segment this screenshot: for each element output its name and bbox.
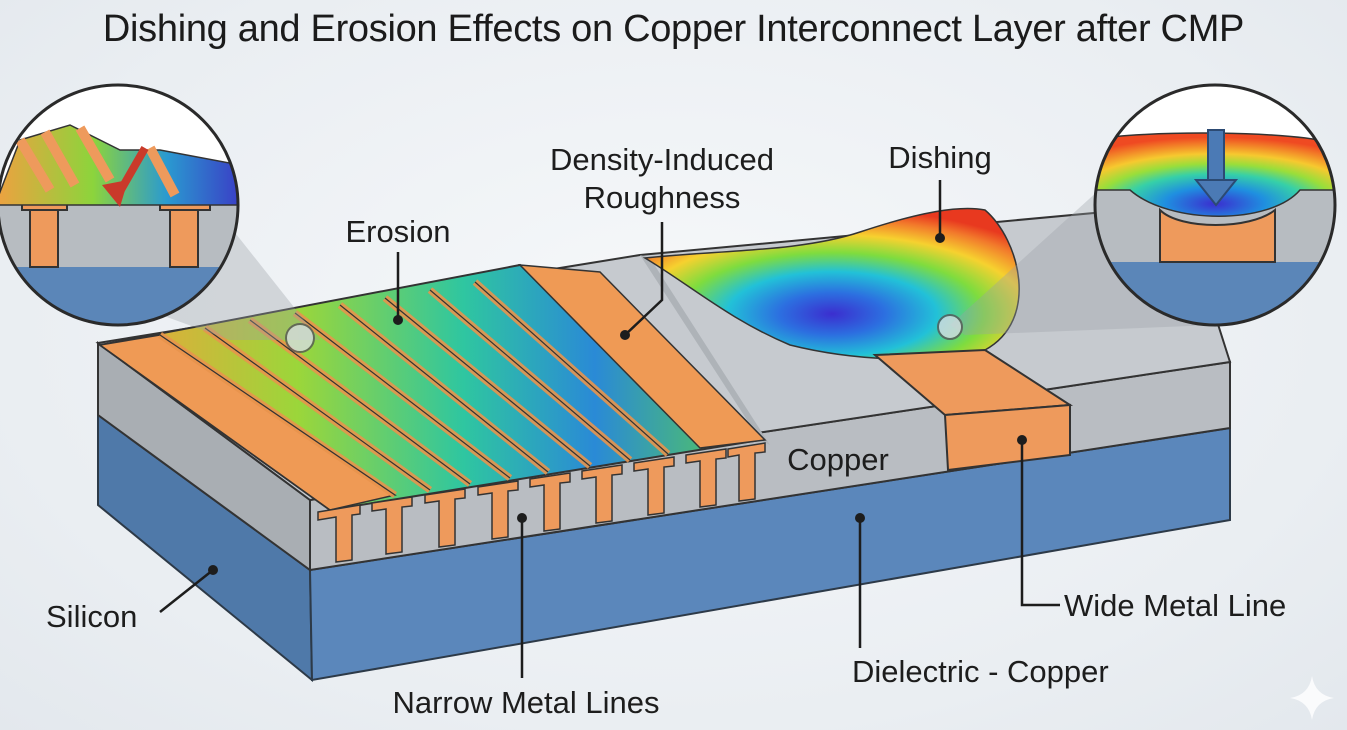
wide-metal-line [872, 348, 1074, 472]
label-narrow-metal-lines: Narrow Metal Lines [392, 685, 659, 720]
narrow-metal-lines-array [97, 263, 767, 563]
label-roughness: Roughness [584, 180, 741, 215]
leader-lines [159, 180, 1060, 678]
label-dielectric-copper: Dielectric - Copper [852, 654, 1109, 689]
label-dishing: Dishing [888, 140, 991, 175]
label-silicon: Silicon [46, 599, 137, 634]
diagram-title: Dishing and Erosion Effects on Copper In… [102, 8, 1245, 50]
leader-dots [208, 233, 1027, 575]
label-density-induced: Density-Induced [550, 142, 774, 177]
erosion-magnifier [0, 83, 320, 353]
label-copper: Copper [787, 442, 889, 477]
dishing-magnifier [937, 83, 1337, 340]
sparkle-icon [1290, 676, 1334, 720]
label-wide-metal-line: Wide Metal Line [1064, 588, 1286, 623]
dishing-surface [642, 207, 1020, 360]
label-erosion: Erosion [345, 214, 450, 249]
